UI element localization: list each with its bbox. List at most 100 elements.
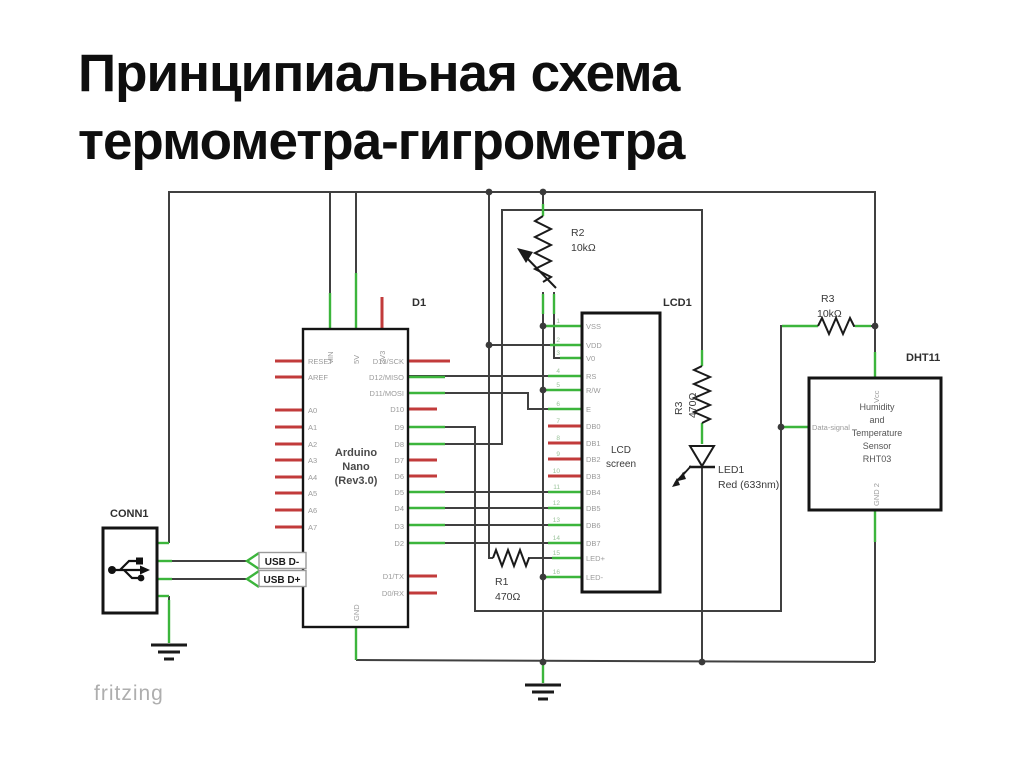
lcd-pinnum: 14 xyxy=(553,535,561,542)
dht-name-4: Sensor xyxy=(863,441,892,451)
resistor-r3-led xyxy=(691,365,713,424)
arduino-pin-d10: D10 xyxy=(390,405,404,414)
usb-connector-conn1: CONN1 xyxy=(101,508,159,615)
lcd-pin-db6: DB6 xyxy=(586,521,601,530)
lcd-pin-e: E xyxy=(586,405,591,414)
ground-symbol-left xyxy=(151,643,187,661)
ground-symbol-center xyxy=(525,683,561,701)
arduino-pin-a3: A3 xyxy=(308,456,317,465)
r1-value: 470Ω xyxy=(495,591,521,603)
arduino-pin-a4: A4 xyxy=(308,473,317,482)
r2-ref: R2 xyxy=(571,227,585,239)
lcd-pin-ledm: LED- xyxy=(586,573,604,582)
arduino-pin-a2: A2 xyxy=(308,440,317,449)
arduino-pin-5v: 5V xyxy=(352,355,361,364)
r3-led-ref: R3 xyxy=(673,401,685,415)
junction-dots xyxy=(485,188,879,666)
lcd-pin-db1: DB1 xyxy=(586,439,601,448)
dht11-ref: DHT11 xyxy=(906,352,940,364)
lcd-name-2: screen xyxy=(606,459,636,470)
lcd-pinnum: 6 xyxy=(556,401,560,408)
wires-red xyxy=(275,297,582,595)
lcd-pinnum: 8 xyxy=(556,435,560,442)
led1-symbol xyxy=(672,445,716,487)
lcd-pinnum: 7 xyxy=(556,418,560,425)
r1-ref: R1 xyxy=(495,576,509,588)
arduino-pin-d6: D6 xyxy=(394,472,404,481)
dht-name-3: Temperature xyxy=(852,428,903,438)
lcd-pinnum: 3 xyxy=(556,350,560,357)
led-emission-arrows xyxy=(672,465,692,487)
lcd-pin-vss: VSS xyxy=(586,322,601,331)
usb-dminus-label: USB D- xyxy=(265,557,299,568)
arduino-pin-vin: VIN xyxy=(326,351,335,364)
slide-title: Принципиальная схема термометра-гигромет… xyxy=(78,40,685,176)
arduino-pin-a0: A0 xyxy=(308,406,317,415)
r3-led-value: 470Ω xyxy=(687,392,699,418)
lcd-pin-db4: DB4 xyxy=(586,488,601,497)
arduino-pin-3v3: 3V3 xyxy=(378,351,387,364)
arduino-pin-d2: D2 xyxy=(394,539,404,548)
dht11-sensor: DHT11 Humidity and Temperature Sensor RH… xyxy=(807,352,943,512)
arduino-pin-d1tx: D1/TX xyxy=(383,572,404,581)
lcd-pinnum: 15 xyxy=(553,550,561,557)
lcd-name-1: LCD xyxy=(611,445,631,456)
usb-trident-icon xyxy=(108,557,150,582)
fritzing-watermark: fritzing xyxy=(94,682,164,705)
lcd-pinnum: 2 xyxy=(556,337,560,344)
lcd-pin-db2: DB2 xyxy=(586,455,601,464)
lcd-pinnum: 5 xyxy=(556,382,560,389)
wires-green xyxy=(157,204,877,683)
arduino-name-3: (Rev3.0) xyxy=(335,475,378,487)
arduino-pin-d11: D11/MOSI xyxy=(370,389,404,398)
lcd-pin-db5: DB5 xyxy=(586,504,601,513)
dht-name-5: RHT03 xyxy=(863,454,892,464)
lcd-pin-rs: RS xyxy=(586,372,596,381)
r2-value: 10kΩ xyxy=(571,242,596,254)
arduino-pin-d13: D13/SCK xyxy=(373,357,404,366)
usb-dplus-label: USB D+ xyxy=(264,575,301,586)
usb-net-labels: USB D- USB D+ xyxy=(244,551,307,588)
resistor-r1 xyxy=(492,547,530,569)
lcd1-ref: LCD1 xyxy=(663,297,692,309)
arduino-pin-a7: A7 xyxy=(308,523,317,532)
lcd-screen-lcd1: LCD1 LCD screen 1 2 3 4 5 6 7 8 9 10 11 … xyxy=(553,297,692,594)
arduino-name-1: Arduino xyxy=(335,447,377,459)
led1-value: Red (633nm) xyxy=(718,479,779,491)
lcd-pin-vdd: VDD xyxy=(586,341,602,350)
arduino-pin-d4: D4 xyxy=(394,504,404,513)
lcd-pin-ledp: LED+ xyxy=(586,554,606,563)
conn1-ref: CONN1 xyxy=(110,508,149,520)
lcd-pin-rw: R/W xyxy=(586,386,602,395)
lcd-pinnum: 13 xyxy=(553,517,561,524)
arduino-pin-d9: D9 xyxy=(394,423,404,432)
arduino-nano: D1 Arduino Nano (Rev3.0) VIN 5V 3V3 GND … xyxy=(301,297,426,629)
led1-ref: LED1 xyxy=(718,464,744,476)
arduino-pin-aref: AREF xyxy=(308,373,328,382)
resistor-r3-pullup xyxy=(817,315,855,337)
arduino-pin-a1: A1 xyxy=(308,423,317,432)
arduino-pin-gnd: GND xyxy=(352,604,361,621)
lcd-pin-v0: V0 xyxy=(586,354,595,363)
lcd-pinnum: 12 xyxy=(553,500,561,507)
arduino-pin-a6: A6 xyxy=(308,506,317,515)
slide-title-line1: Принципиальная схема xyxy=(78,44,680,103)
dht-pin-vcc: Vcc xyxy=(872,390,881,403)
r3-pullup-value: 10kΩ xyxy=(817,308,842,320)
dht-pin-data: Data-signal xyxy=(812,423,850,432)
arduino-pin-a5: A5 xyxy=(308,489,317,498)
component-labels: R2 10kΩ R3 10kΩ R3 470Ω R1 470Ω LED1 Red… xyxy=(495,227,842,603)
lcd-pin-db7: DB7 xyxy=(586,539,601,548)
lcd-pinnum: 11 xyxy=(553,484,560,491)
dht-name-1: Humidity xyxy=(859,402,895,412)
arduino-pin-d5: D5 xyxy=(394,488,404,497)
arduino-pin-reset: RESET xyxy=(308,357,333,366)
lcd-pin-db3: DB3 xyxy=(586,472,601,481)
arduino-pin-d3: D3 xyxy=(394,522,404,531)
arduino-pin-d8: D8 xyxy=(394,440,404,449)
arduino-pin-d12: D12/MISO xyxy=(369,373,404,382)
dht-pin-gnd: GND 2 xyxy=(872,483,881,506)
lcd-pin-db0: DB0 xyxy=(586,422,601,431)
